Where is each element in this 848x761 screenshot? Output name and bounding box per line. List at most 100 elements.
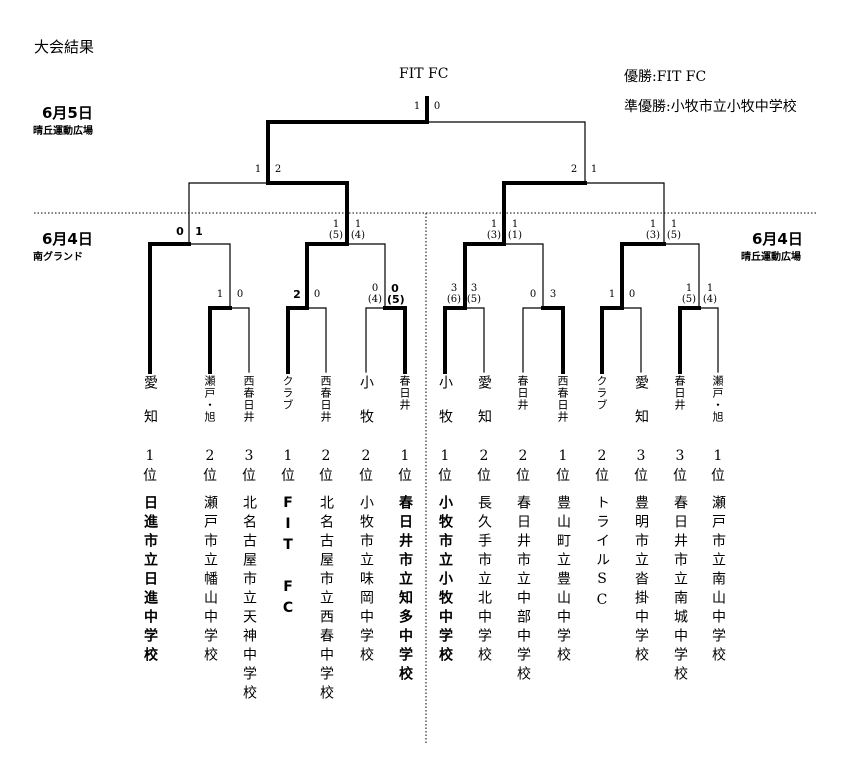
left-day-date: 6月4日	[42, 230, 93, 248]
entry-region: 愛知	[142, 375, 158, 443]
entry-region: 愛知	[633, 375, 649, 443]
r1-f-winner	[600, 306, 624, 374]
entry-region: 瀬戸・旭	[203, 375, 216, 423]
qf3-score-left: 1 (3)	[486, 219, 502, 241]
semi-left-loser	[188, 182, 269, 245]
semi-right-score-left: 2	[570, 164, 578, 175]
final-loser-path	[426, 121, 586, 184]
entry-region: 西春日井	[319, 375, 332, 423]
r1-d-loser	[464, 307, 485, 373]
entry-school: FIT FC	[280, 495, 296, 621]
entry-school: 小牧市立味岡中学校	[358, 495, 374, 666]
entry-school: 瀬戸市立南山中学校	[710, 495, 726, 666]
semi-right-loser	[584, 182, 665, 245]
entry-region: クラブ	[595, 375, 608, 411]
r1-a-winner	[208, 306, 232, 374]
r1-g-winner	[678, 306, 701, 374]
qf3-score-right: 1 (1)	[507, 219, 523, 241]
entry-region: 愛知	[476, 375, 492, 443]
r1-g-score-right: 1 (4)	[702, 283, 718, 305]
final-score-left: 1	[413, 101, 421, 112]
entry-rank: 1 位	[711, 448, 725, 484]
entry-school: 春日井市立中部中学校	[515, 495, 531, 685]
entry-school: トライルSC	[594, 495, 610, 613]
entry-rank: 2 位	[319, 448, 333, 484]
entry-region: 小牧	[437, 375, 453, 443]
qf4-score-left: 1 (3)	[645, 219, 661, 241]
r1-b-loser	[306, 307, 327, 373]
entry-rank: 1 位	[438, 448, 452, 484]
qf1-winner	[148, 242, 191, 374]
semi-right-winner	[502, 181, 587, 246]
qf3-loser	[503, 243, 544, 309]
entry-rank: 1 位	[143, 448, 157, 484]
runner-up-label: 準優勝:小牧市立小牧中学校	[624, 99, 797, 115]
r1-b-score-left: 2	[293, 288, 301, 301]
qf3-winner	[463, 242, 506, 310]
page-title: 大会結果	[34, 38, 95, 56]
entry-rank: 1 位	[398, 448, 412, 484]
qf2-loser	[346, 243, 386, 309]
r1-b-score-right: 0	[313, 289, 321, 300]
qf2-score-right: 1 (4)	[350, 219, 366, 241]
r1-a-loser	[229, 307, 250, 373]
final-winner-path	[266, 96, 429, 185]
r1-e-score-left: 0	[529, 289, 537, 300]
semi-right-score-right: 1	[590, 164, 598, 175]
r1-b-winner	[286, 306, 309, 374]
entry-school: 長久手市立北中学校	[476, 495, 492, 666]
entry-region: 小牧	[358, 375, 374, 443]
left-day-venue: 南グランド	[33, 252, 83, 263]
qf4-score-right: 1 (5)	[666, 219, 682, 241]
r1-e-winner	[541, 306, 565, 374]
qf2-score-left: 1 (5)	[328, 219, 344, 241]
r1-a-score-left: 1	[216, 289, 224, 300]
entry-rank: 3 位	[634, 448, 648, 484]
final-score-right: 0	[433, 101, 441, 112]
entry-school: 春日井市立南城中学校	[672, 495, 688, 685]
entry-school: 日進市立日進中学校	[142, 495, 158, 666]
final-day-venue: 晴丘運動広場	[33, 126, 93, 137]
r1-d-score-right: 3 (5)	[466, 283, 482, 305]
r1-g-loser	[698, 307, 719, 373]
semi-left-score-left: 1	[254, 164, 262, 175]
qf4-loser	[663, 243, 700, 309]
entry-region: 瀬戸・旭	[711, 375, 724, 423]
right-day-venue: 晴丘運動広場	[741, 252, 801, 263]
r1-c-score-left: 0 (4)	[367, 283, 383, 305]
final-day-date: 6月5日	[42, 104, 93, 122]
final-team-label: FIT FC	[399, 66, 449, 82]
champion-label: 優勝:FIT FC	[624, 69, 707, 85]
r1-c-score-right: 0 (5)	[387, 282, 405, 306]
entry-region: 春日井	[398, 375, 411, 411]
entry-school: 豊山町立豊山中学校	[555, 495, 571, 666]
entry-region: 春日井	[516, 375, 529, 411]
r1-d-winner	[443, 306, 467, 374]
entry-rank: 2 位	[359, 448, 373, 484]
entry-region: クラブ	[281, 375, 294, 411]
entry-rank: 2 位	[595, 448, 609, 484]
bracket-lines	[148, 96, 719, 374]
qf4-winner	[620, 242, 666, 310]
entry-rank: 3 位	[673, 448, 687, 484]
r1-e-score-right: 3	[549, 289, 557, 300]
qf2-winner	[305, 242, 349, 310]
entry-rank: 3 位	[242, 448, 256, 484]
right-day-date: 6月4日	[752, 230, 803, 248]
semi-left-winner	[266, 181, 349, 246]
r1-d-score-left: 3 (6)	[446, 283, 462, 305]
entry-rank: 2 位	[477, 448, 491, 484]
qf1-score-left: 0	[176, 225, 184, 238]
r1-a-score-right: 0	[236, 289, 244, 300]
entry-rank: 2 位	[516, 448, 530, 484]
entry-region: 西春日井	[242, 375, 255, 423]
r1-c-winner	[383, 306, 407, 374]
semi-left-score-right: 2	[274, 164, 282, 175]
r1-g-score-left: 1 (5)	[681, 283, 697, 305]
r1-e-loser	[522, 307, 544, 373]
entry-school: 春日井市立知多中学校	[397, 495, 413, 685]
r1-f-score-left: 1	[608, 289, 616, 300]
entry-rank: 1 位	[281, 448, 295, 484]
entry-rank: 1 位	[556, 448, 570, 484]
